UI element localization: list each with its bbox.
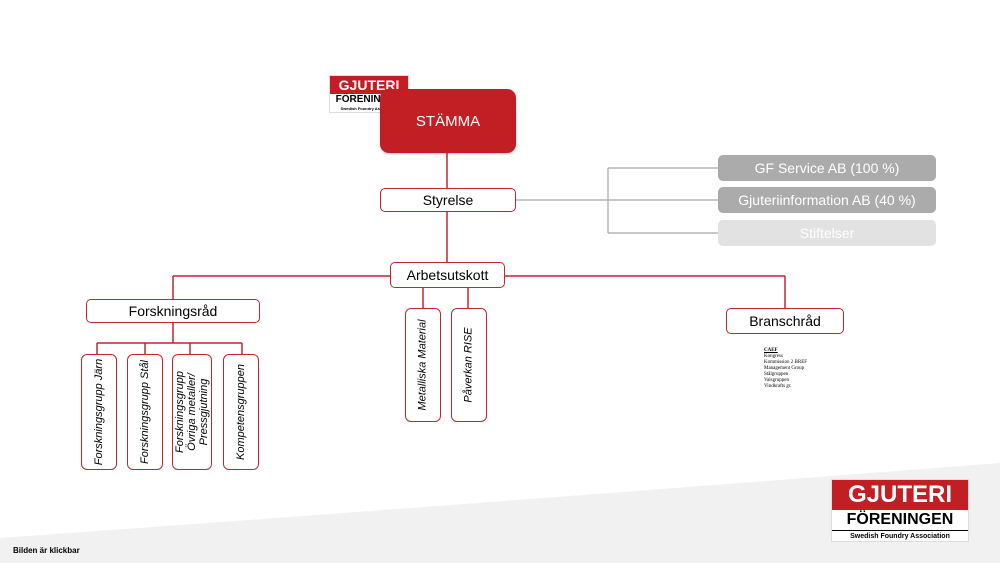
list-item: Stålgruppen xyxy=(764,372,789,377)
list-item: Kongress xyxy=(764,354,783,359)
logo-large-line1: GJUTERI xyxy=(832,480,968,510)
list-item: Management Group xyxy=(764,366,805,371)
research-group-jarn[interactable]: Forskningsgrupp Järn xyxy=(81,354,117,470)
logo-large-line2: FÖRENINGEN xyxy=(832,510,968,531)
logo-large-line3: Swedish Foundry Association xyxy=(850,533,950,540)
subsidiary-stiftelser-label: Stiftelser xyxy=(799,225,855,241)
gjuteriforeningen-logo-large: GJUTERI FÖRENINGEN Swedish Foundry Assoc… xyxy=(831,479,969,542)
research-group-kompetens-label: Kompetensgruppen xyxy=(235,363,248,461)
node-branschrad-label: Branschråd xyxy=(749,313,821,329)
subsidiary-gjuteriinformation[interactable]: Gjuteriinformation AB (40 %) xyxy=(718,187,936,213)
node-forskningsrad[interactable]: Forskningsråd xyxy=(86,299,260,323)
committee-metalliska-material-label: Metalliska Material xyxy=(417,319,429,411)
subsidiary-gjuteriinformation-label: Gjuteriinformation AB (40 %) xyxy=(738,192,916,208)
node-branschrad[interactable]: Branschråd xyxy=(726,308,844,334)
committee-paverkan-rise[interactable]: Påverkan RISE xyxy=(451,308,487,422)
node-styrelse-label: Styrelse xyxy=(422,192,474,208)
research-group-ovriga-metaller[interactable]: Forskningsgrupp Övriga metaller/ Pressgj… xyxy=(172,354,212,470)
node-arbetsutskott-label: Arbetsutskott xyxy=(406,267,489,283)
committee-metalliska-material[interactable]: Metalliska Material xyxy=(405,308,441,422)
bransch-list-heading: CAEF xyxy=(764,348,778,353)
logo-small-line2: FÖRENINGEN xyxy=(335,94,403,105)
subsidiary-gf-service-label: GF Service AB (100 %) xyxy=(754,160,900,176)
committee-paverkan-rise-label: Påverkan RISE xyxy=(463,327,476,403)
research-group-kompetens[interactable]: Kompetensgruppen xyxy=(223,354,259,470)
node-stamma-label: STÄMMA xyxy=(415,112,481,130)
research-group-jarn-label: Forskningsgrupp Järn xyxy=(93,358,106,466)
research-group-stal[interactable]: Forskningsgrupp Stål xyxy=(127,354,163,470)
list-item: Valsgruppen xyxy=(764,378,789,383)
bransch-list: CAEF Kongress Kommission 2 BREF Manageme… xyxy=(764,348,834,390)
node-stamma[interactable]: STÄMMA xyxy=(380,89,516,153)
list-item: Vindkrafts gr. xyxy=(764,384,792,389)
subsidiary-gf-service[interactable]: GF Service AB (100 %) xyxy=(718,155,936,181)
research-group-stal-label: Forskningsgrupp Stål xyxy=(139,360,152,464)
logo-small-line3: Swedish Foundry Association xyxy=(340,106,398,111)
clickable-caption: Bilden är klickbar xyxy=(13,546,80,555)
subsidiary-stiftelser[interactable]: Stiftelser xyxy=(718,220,936,246)
node-forskningsrad-label: Forskningsråd xyxy=(128,303,218,319)
node-styrelse[interactable]: Styrelse xyxy=(380,188,516,212)
research-group-ovriga-metaller-label: Forskningsgrupp Övriga metaller/ Pressgj… xyxy=(174,371,210,453)
node-arbetsutskott[interactable]: Arbetsutskott xyxy=(390,262,505,288)
list-item: Kommission 2 BREF xyxy=(764,360,808,365)
